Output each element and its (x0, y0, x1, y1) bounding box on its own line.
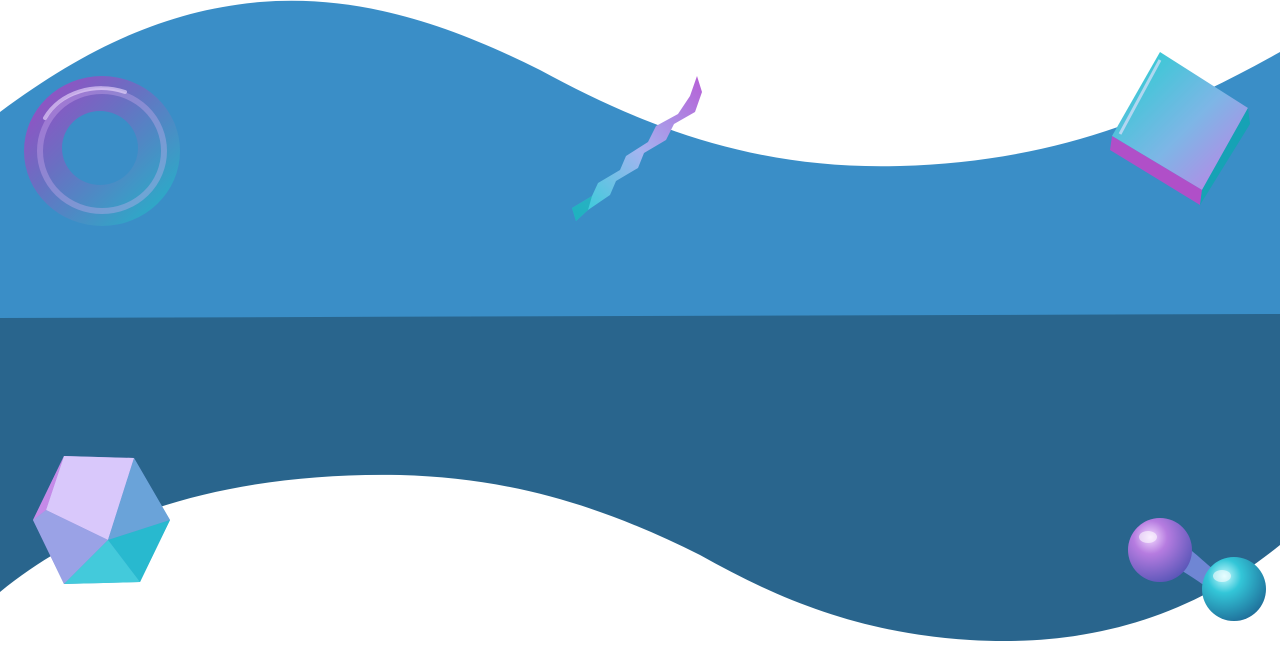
lower-wave-band (0, 314, 1280, 642)
dumbbell-spheres-shape (1128, 518, 1266, 621)
cube-shape (1110, 52, 1250, 205)
torus-shape (24, 76, 180, 226)
icosahedron-shape (33, 456, 170, 584)
zigzag-ribbon-shape (572, 76, 702, 221)
